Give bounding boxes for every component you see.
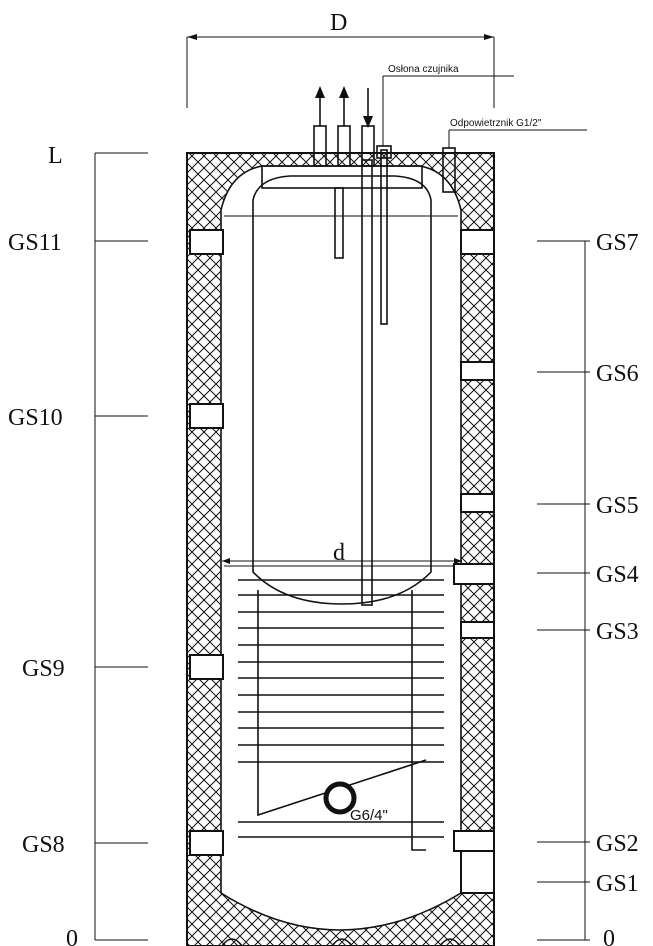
port-gs8-label: GS8	[22, 832, 65, 858]
left-scale: L 0 GS11 GS10 GS9 GS8	[8, 143, 148, 946]
heat-exchanger-coil: G6/4"	[238, 579, 444, 851]
right-scale: GS7 GS6 GS5 GS4 GS3 GS2 GS1 0	[537, 230, 639, 946]
length-label: L	[48, 143, 63, 169]
callouts: Osłona czujnika Odpowietrznik G1/2"	[382, 64, 587, 148]
dimension-D-label: D	[330, 10, 347, 36]
insulation-jacket	[186, 152, 495, 946]
port-gs9-label: GS9	[22, 656, 65, 682]
tank-feet	[221, 938, 461, 946]
port-gs4-label: GS4	[596, 562, 639, 588]
port-gs11-label: GS11	[8, 230, 62, 256]
port-gs1-label: GS1	[596, 871, 639, 897]
left-port-blocks	[189, 229, 224, 856]
drain-label: G6/4"	[350, 807, 388, 824]
vent-label: Odpowietrznik G1/2"	[450, 118, 542, 129]
port-gs6-label: GS6	[596, 361, 639, 387]
dimension-D: D	[186, 10, 495, 108]
dimension-d-label: d	[333, 540, 345, 566]
zero-right-label: 0	[603, 926, 615, 946]
right-port-blocks	[453, 229, 495, 894]
inner-tank	[224, 165, 458, 605]
port-gs5-label: GS5	[596, 493, 639, 519]
port-gs2-label: GS2	[596, 831, 639, 857]
dimension-d: d	[222, 540, 462, 566]
port-gs7-label: GS7	[596, 230, 639, 256]
port-gs3-label: GS3	[596, 619, 639, 645]
port-gs10-label: GS10	[8, 405, 63, 431]
top-connections	[313, 86, 456, 606]
sensor-label: Osłona czujnika	[388, 64, 459, 75]
zero-left-label: 0	[66, 926, 78, 946]
